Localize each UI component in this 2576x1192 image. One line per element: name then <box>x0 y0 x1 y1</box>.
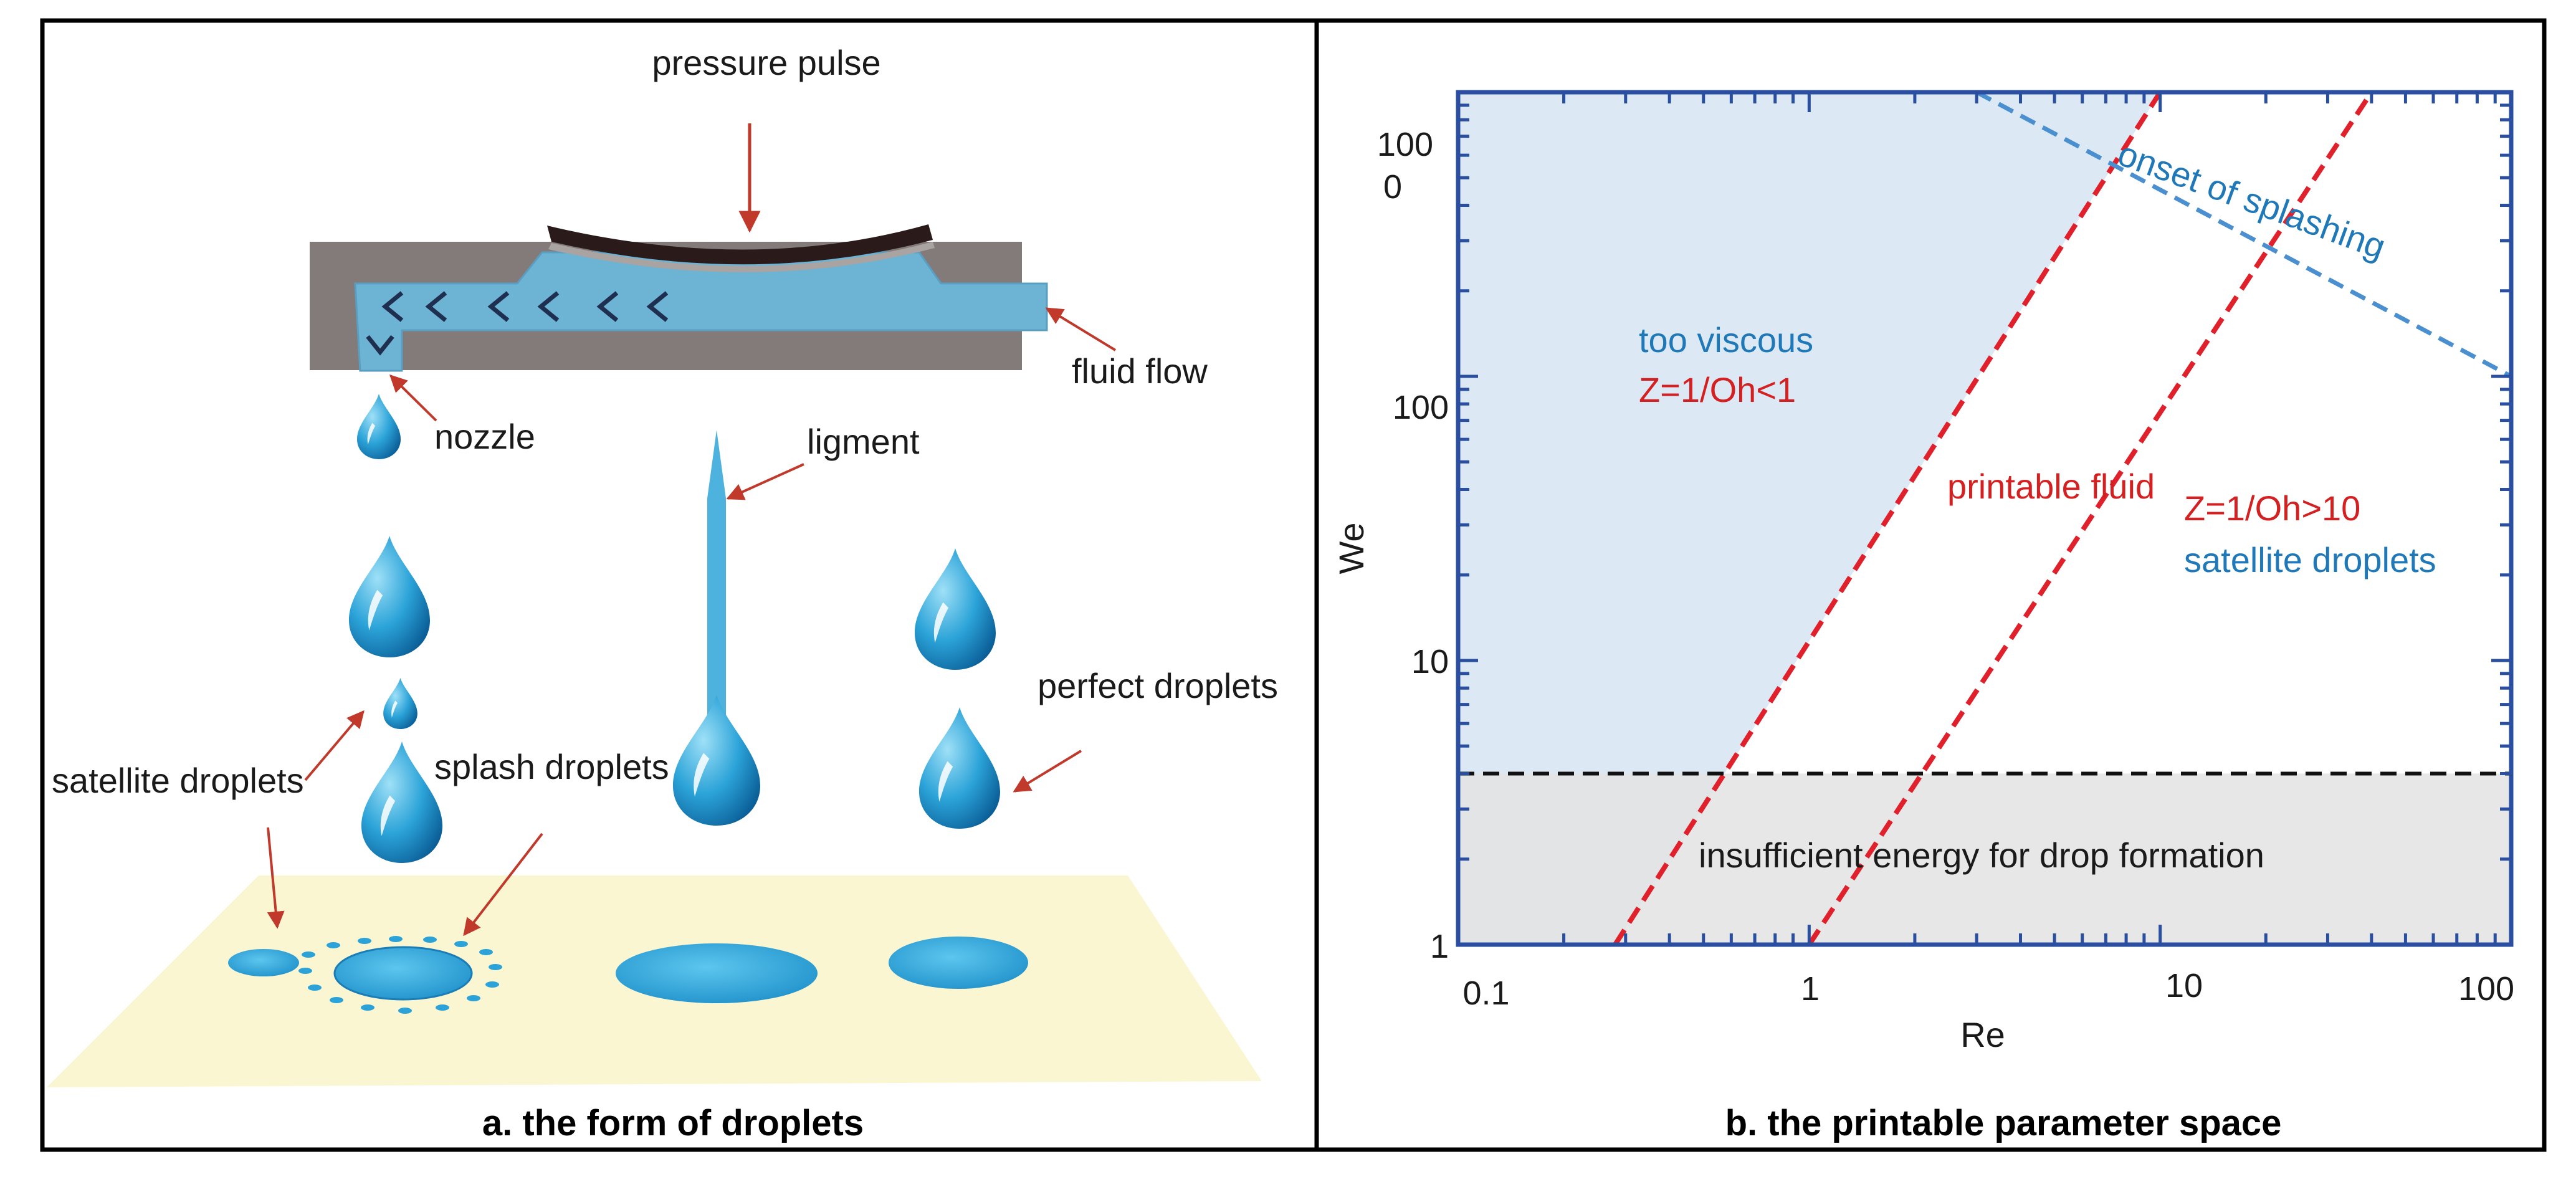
splash-puddle <box>333 946 473 1001</box>
chart-boundary-lines <box>1458 90 2512 946</box>
splash-arrow <box>463 832 543 937</box>
label-pressure-pulse: pressure pulse <box>652 43 880 82</box>
panel-b: 1 10 100 100 0 0.1 1 10 100 Re We too vi… <box>1332 90 2514 1143</box>
caption-b: b. the printable parameter space <box>1725 1103 2282 1143</box>
y-axis-label: We <box>1332 523 1371 575</box>
ligament <box>673 430 760 826</box>
perfect-puddle <box>889 937 1028 989</box>
membrane <box>547 224 933 265</box>
y-tick-label-1: 1 <box>1430 928 1449 965</box>
caption-a: a. the form of droplets <box>482 1103 864 1143</box>
plot-frame <box>1456 90 2514 947</box>
ligament-puddle <box>616 943 818 1003</box>
label-insufficient-energy: insufficient energy for drop formation <box>1699 836 2264 875</box>
label-satellite-droplets-region: satellite droplets <box>2184 540 2436 579</box>
y-tick-label-1000a: 100 <box>1377 126 1433 163</box>
label-nozzle: nozzle <box>434 417 535 456</box>
chart-region-fills <box>1458 92 2511 945</box>
label-z-lt-1: Z=1/Oh<1 <box>1639 370 1796 409</box>
label-perfect-droplets: perfect droplets <box>1038 666 1278 705</box>
x-tick-label-1: 1 <box>1801 970 1820 1008</box>
y-tick-label-10: 10 <box>1411 643 1449 680</box>
ligment-arrow <box>726 463 804 500</box>
satellite-puddle <box>228 949 299 976</box>
x-tick-label-0.1: 0.1 <box>1462 975 1509 1012</box>
y-tick-label-100: 100 <box>1393 389 1449 426</box>
satellite-arrow-up <box>304 710 365 781</box>
x-tick-label-100: 100 <box>2458 970 2514 1008</box>
x-tick-label-10: 10 <box>2165 967 2203 1004</box>
label-ligment: ligment <box>807 422 920 461</box>
line-onset-of-splashing <box>1975 90 2512 379</box>
nozzle-arrow <box>389 374 437 422</box>
y-tick-label-1000b: 0 <box>1383 168 1402 206</box>
fluid-flow-arrow <box>1045 307 1117 351</box>
line-z-gt-10 <box>1806 90 2374 946</box>
splash-fragments <box>298 936 502 1014</box>
label-printable-fluid: printable fluid <box>1947 467 2155 506</box>
perfect-droplets-arrow <box>1013 750 1082 793</box>
x-axis-label: Re <box>1960 1015 2005 1054</box>
label-fluid-flow: fluid flow <box>1072 351 1208 391</box>
print-head <box>310 224 1048 372</box>
label-z-gt-10: Z=1/Oh>10 <box>2184 489 2360 528</box>
panel-a: pressure pulse fluid flow nozzle ligment… <box>47 43 1278 1143</box>
too-viscous-region <box>1458 92 2160 945</box>
label-too-viscous: too viscous <box>1639 320 1813 360</box>
flow-chevrons <box>366 291 669 356</box>
satellite-arrow-down <box>267 827 285 929</box>
chart-ticks <box>1456 92 2511 946</box>
line-z-lt-1 <box>1613 90 2163 946</box>
label-splash-droplets: splash droplets <box>434 747 669 786</box>
label-satellite-droplets: satellite droplets <box>52 761 304 800</box>
